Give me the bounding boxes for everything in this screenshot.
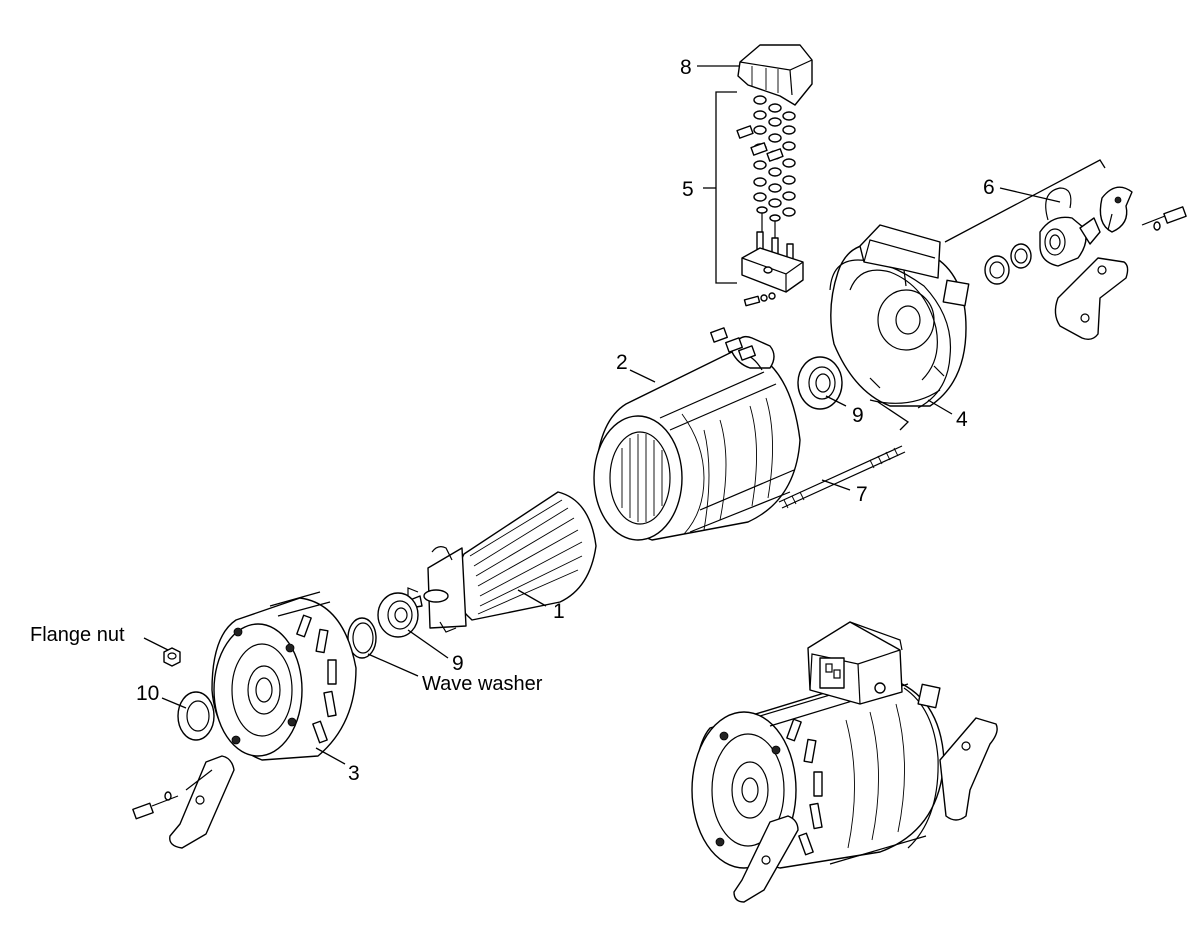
callout-wave-washer: Wave washer <box>422 673 543 695</box>
stator-part <box>593 327 801 541</box>
assembled-generator-illustration <box>691 621 998 903</box>
rear-end-cover-part <box>829 224 970 409</box>
callout-9-lower: 9 <box>452 652 464 675</box>
callout-5-bracket <box>715 91 737 284</box>
rear-bearing-part <box>797 356 843 410</box>
callout-flange-nut: Flange nut <box>30 624 125 646</box>
terminal-block-part <box>736 95 804 307</box>
terminal-cover-part <box>737 44 813 106</box>
callout-9-upper: 9 <box>852 404 864 427</box>
front-mounting-foot-part <box>132 755 235 849</box>
callout-1: 1 <box>553 600 565 623</box>
callout-4: 4 <box>956 408 968 431</box>
wave-washer-part <box>347 617 377 659</box>
rotor-part <box>407 491 597 633</box>
callout-8: 8 <box>680 56 692 79</box>
callout-3: 3 <box>348 762 360 785</box>
oil-seal-part <box>177 691 215 741</box>
callout-5: 5 <box>682 178 694 201</box>
front-bearing-part <box>377 592 419 638</box>
front-bracket-part <box>211 591 357 761</box>
brush-holder-part <box>944 159 1187 341</box>
through-bolt-part <box>778 401 910 509</box>
callout-7: 7 <box>856 483 868 506</box>
flange-nut-part <box>163 647 181 667</box>
callout-10: 10 <box>136 682 159 705</box>
callout-6: 6 <box>983 176 995 199</box>
callout-2: 2 <box>616 351 628 374</box>
